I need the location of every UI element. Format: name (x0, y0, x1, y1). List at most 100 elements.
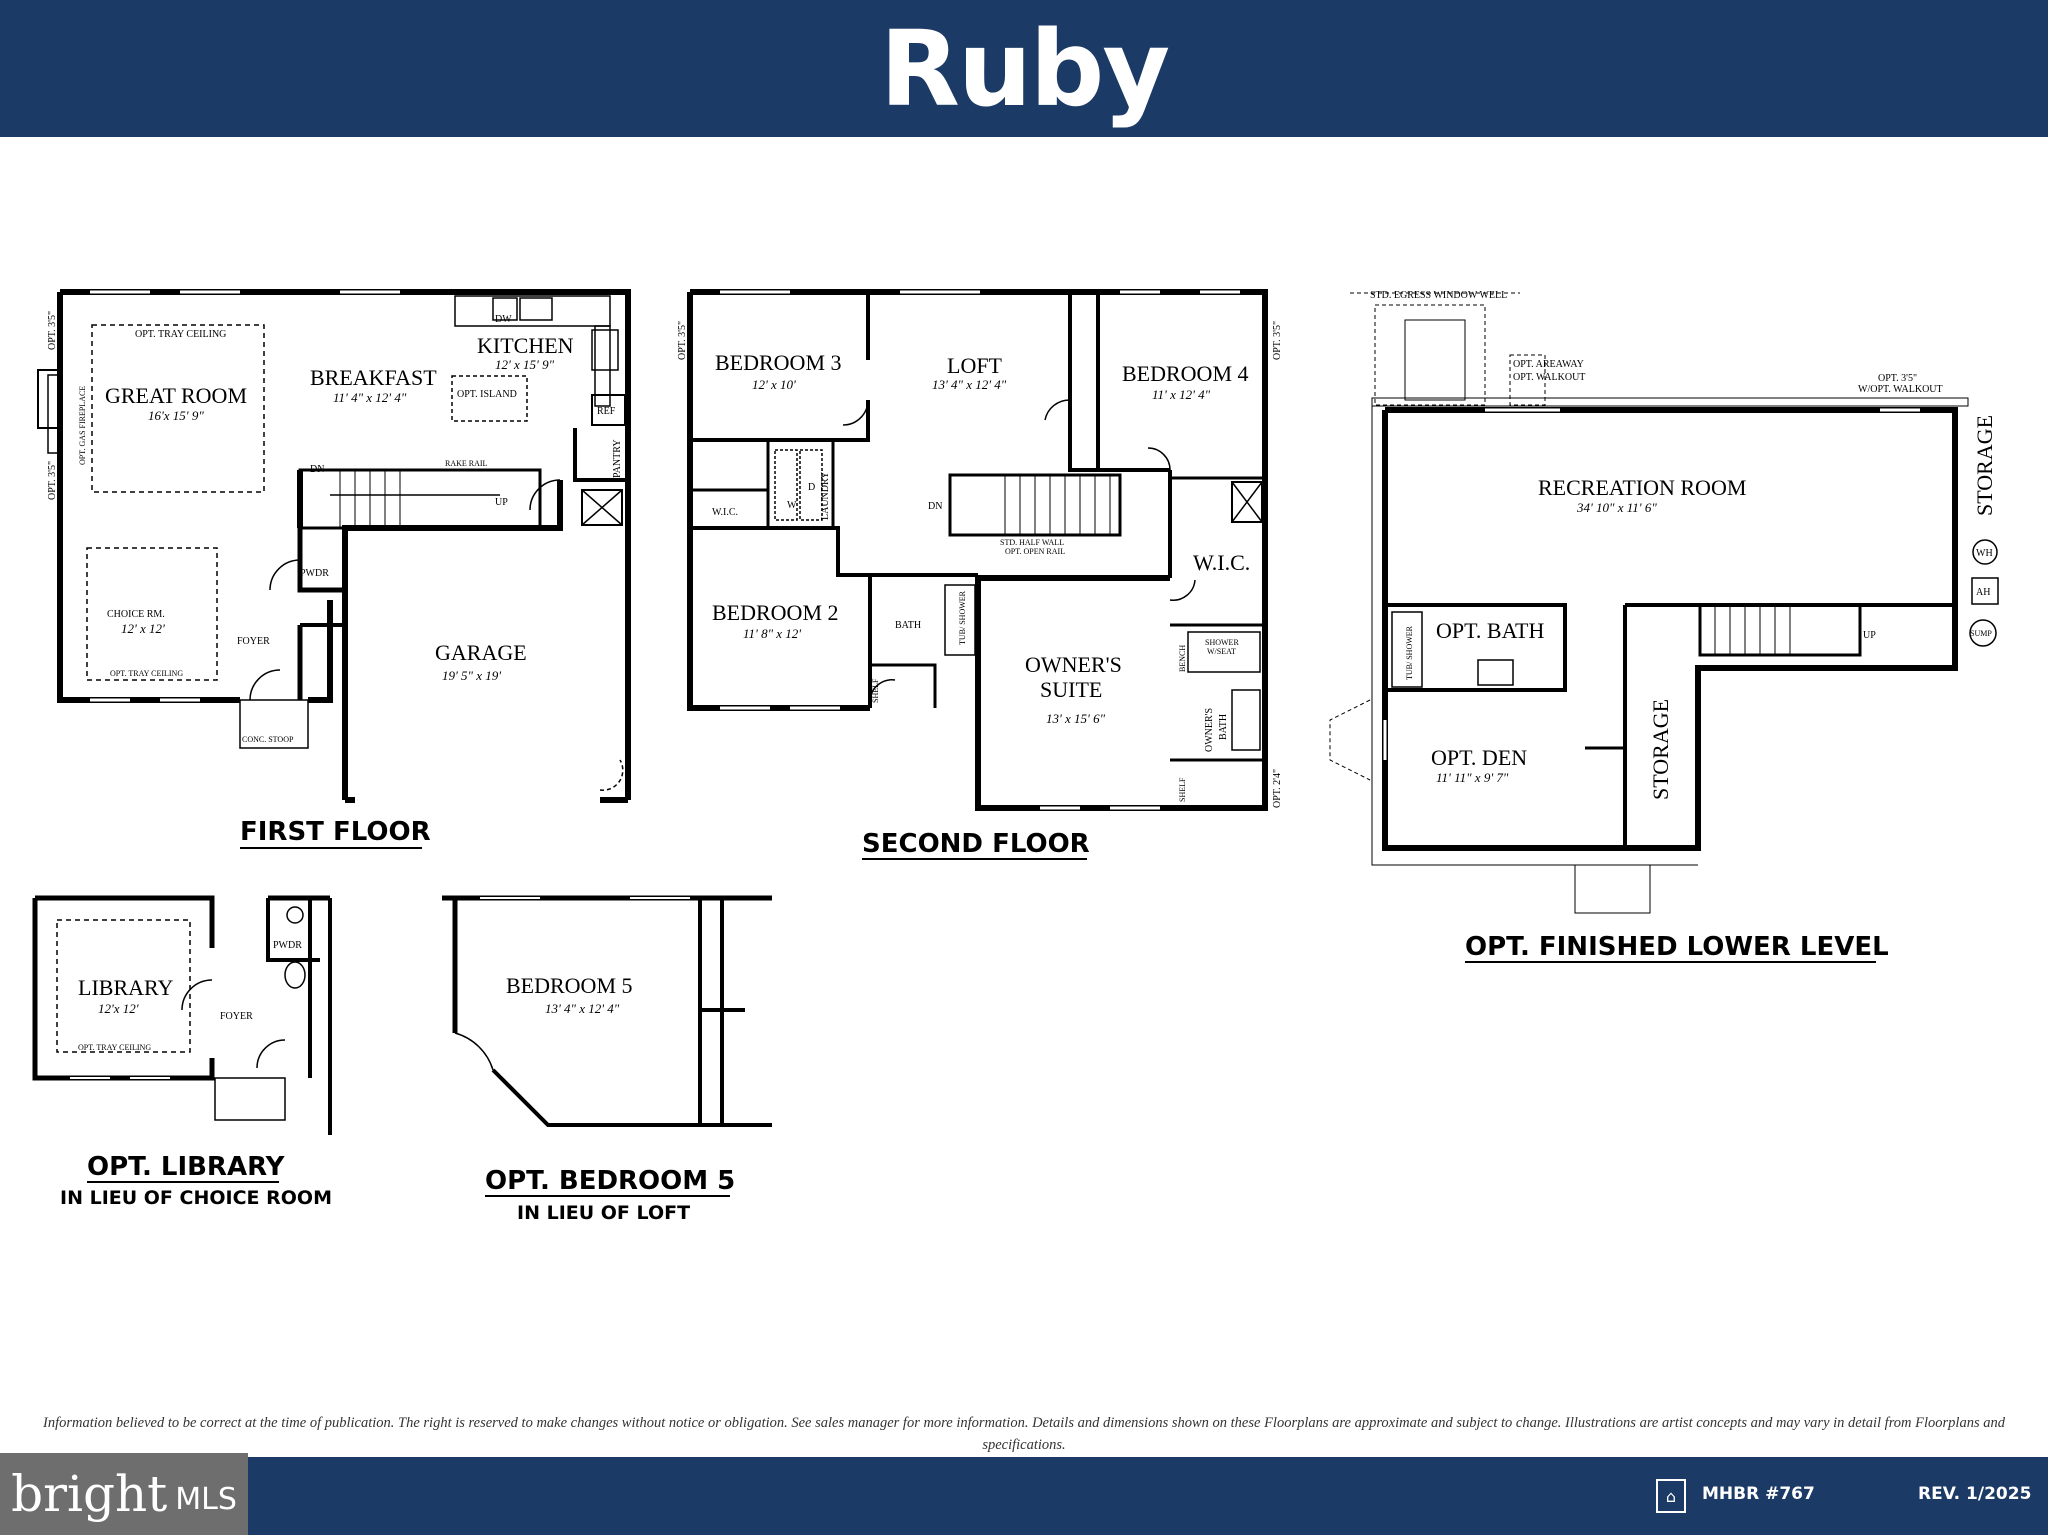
second-floor-dn-label: DN (928, 501, 942, 512)
second-floor-wic2-label: W.I.C. (1193, 550, 1250, 575)
lower-level-recreation-label: RECREATION ROOM (1538, 475, 1746, 500)
first-floor-opt-tray-ceiling-label: OPT. TRAY CEILING (110, 669, 183, 678)
first-floor-pantry-label: PANTRY (612, 439, 623, 478)
first-floor-dw-label: DW (495, 314, 512, 325)
lower-level-opt-bath-label: OPT. BATH (1436, 618, 1544, 643)
second-floor-bedroom3-label: BEDROOM 3 (715, 350, 842, 375)
lower-level-labels: STD. EGRESS WINDOW WELL OPT. AREAWAY OPT… (1370, 290, 1997, 962)
opt-bedroom5-title-label: OPT. BEDROOM 5 (485, 1166, 735, 1196)
first-floor-opt-tray-ceiling-label: OPT. TRAY CEILING (135, 329, 226, 340)
opt-library-plan (32, 895, 332, 1135)
first-floor-great-room-label: GREAT ROOM (105, 383, 247, 408)
opt-library-title-label: OPT. LIBRARY (87, 1152, 286, 1182)
first-floor-title-label: FIRST FLOOR (240, 817, 431, 847)
lower-level-opt-den-dim-label: 11' 11" x 9' 7" (1436, 770, 1509, 785)
opt-library-labels: LIBRARY 12'x 12' OPT. TRAY CEILING PWDR … (60, 940, 332, 1209)
first-floor-conc-stoop-label: CONC. STOOP (242, 735, 294, 744)
lower-level-plan (1329, 292, 1999, 914)
first-floor-dn-label: DN (310, 464, 324, 475)
mhbr-number: MHBR #767 (1702, 1484, 1815, 1504)
first-floor-foyer-label: FOYER (237, 636, 270, 647)
opt-library-foyer-label: FOYER (220, 1011, 253, 1022)
opt-bedroom5-plan (442, 895, 772, 1127)
second-floor-opt-window-bottom-label: OPT. 2'4" (1272, 769, 1283, 808)
second-floor-owners-suite-dim-label: 13' x 15' 6" (1046, 711, 1106, 726)
first-floor-labels: OPT. TRAY CEILING GREAT ROOM 16'x 15' 9"… (47, 311, 623, 847)
first-floor-pwdr-label: PWDR (300, 568, 329, 579)
lower-level-recreation-dim-label: 34' 10" x 11' 6" (1576, 500, 1657, 515)
second-floor-d-label: D (808, 482, 815, 493)
second-floor-shelf-label: SHELF (871, 678, 880, 703)
second-floor-owners-bath-2-label: BATH (1218, 714, 1229, 740)
first-floor-ref-label: REF (597, 406, 616, 417)
first-floor-garage-label: GARAGE (435, 640, 527, 665)
lower-level-areaway-1-label: OPT. AREAWAY (1513, 359, 1584, 370)
footer-bar (0, 1457, 2048, 1535)
second-floor-bath-label: BATH (895, 620, 921, 631)
second-floor-opt-window-right-label: OPT. 3'5" (1272, 321, 1283, 360)
second-floor-bedroom4-dim-label: 11' x 12' 4" (1152, 387, 1211, 402)
second-floor-laundry-label: LAUNDRY (820, 472, 831, 520)
opt-library-pwdr-label: PWDR (273, 940, 302, 951)
second-floor-labels: BEDROOM 3 12' x 10' LOFT 13' 4" x 12' 4"… (677, 321, 1283, 859)
second-floor-owners-suite-1-label: OWNER'S (1025, 652, 1122, 677)
lower-level-storage-mid-label: STORAGE (1648, 699, 1673, 800)
first-floor-up-label: UP (495, 497, 508, 508)
brand-word: bright (11, 1465, 168, 1523)
first-floor-opt-window-2-label: OPT. 3'5" (47, 461, 58, 500)
disclaimer-text: Information believed to be correct at th… (43, 1415, 2005, 1453)
second-floor-w-label: W (787, 500, 797, 511)
second-floor-shower-seat-2-label: W/SEAT (1207, 647, 1236, 656)
opt-library-library-label: LIBRARY (78, 975, 173, 1000)
second-floor-half-wall-label: STD. HALF WALL (1000, 538, 1064, 547)
second-floor-open-rail-label: OPT. OPEN RAIL (1005, 547, 1065, 556)
lower-level-walkout-1-label: OPT. 3'5" (1878, 373, 1917, 384)
first-floor-kitchen-label: KITCHEN (477, 333, 574, 358)
first-floor-opt-gas-fireplace-label: OPT. GAS FIREPLACE (78, 386, 87, 465)
first-floor-great-room-dim-label: 16'x 15' 9" (148, 408, 204, 423)
lower-level-areaway-2-label: OPT. WALKOUT (1513, 372, 1585, 383)
first-floor-breakfast-dim-label: 11' 4" x 12' 4" (333, 390, 407, 405)
second-floor-wic-label: W.I.C. (712, 507, 738, 518)
lower-level-storage-right-label: STORAGE (1972, 415, 1997, 516)
first-floor-choice-room-label: CHOICE RM. (107, 609, 165, 620)
second-floor-bedroom3-dim-label: 12' x 10' (752, 377, 796, 392)
second-floor-bedroom2-label: BEDROOM 2 (712, 600, 839, 625)
second-floor-loft-label: LOFT (947, 353, 1003, 378)
title-banner: Ruby (0, 0, 2048, 137)
opt-library-subtitle-label: IN LIEU OF CHOICE ROOM (60, 1187, 332, 1209)
opt-bedroom5-subtitle-label: IN LIEU OF LOFT (517, 1202, 690, 1224)
first-floor-breakfast-label: BREAKFAST (310, 365, 437, 390)
lower-level-sump-label: SUMP (1970, 629, 1992, 638)
lower-level-opt-den-label: OPT. DEN (1431, 745, 1527, 770)
second-floor-shower-seat-1-label: SHOWER (1205, 638, 1239, 647)
revision-date: REV. 1/2025 (1918, 1484, 2032, 1504)
opt-bedroom5-labels: BEDROOM 5 13' 4" x 12' 4" OPT. BEDROOM 5… (485, 973, 735, 1224)
second-floor-owners-bath-1-label: OWNER'S (1204, 708, 1215, 752)
first-floor-opt-island-label: OPT. ISLAND (457, 389, 517, 400)
lower-level-egress-label: STD. EGRESS WINDOW WELL (1370, 290, 1507, 301)
second-floor-title-label: SECOND FLOOR (862, 829, 1090, 859)
brand-suffix: MLS (175, 1481, 237, 1517)
lower-level-walkout-2-label: W/OPT. WALKOUT (1858, 384, 1943, 395)
lower-level-ah-label: AH (1976, 587, 1990, 598)
first-floor-kitchen-dim-label: 12' x 15' 9" (495, 357, 555, 372)
second-floor-bedroom4-label: BEDROOM 4 (1122, 361, 1249, 386)
second-floor-loft-dim-label: 13' 4" x 12' 4" (932, 377, 1007, 392)
opt-library-tray-label: OPT. TRAY CEILING (78, 1043, 151, 1052)
first-floor-garage-dim-label: 19' 5" x 19' (442, 668, 501, 683)
lower-level-up-label: UP (1863, 630, 1876, 641)
opt-bedroom5-bedroom5-label: BEDROOM 5 (506, 973, 633, 998)
second-floor-shelf2-label: SHELF (1178, 777, 1187, 802)
lower-level-title-label: OPT. FINISHED LOWER LEVEL (1465, 932, 1889, 962)
equal-housing-icon: ⌂ (1656, 1479, 1686, 1513)
second-floor-opt-window-left-label: OPT. 3'5" (677, 321, 688, 360)
first-floor-rake-rail-label: RAKE RAIL (445, 459, 488, 468)
plan-title: Ruby (879, 7, 1170, 130)
second-floor-owners-suite-2-label: SUITE (1040, 677, 1102, 702)
first-floor-plan (37, 289, 631, 803)
second-floor-plan (687, 289, 1268, 811)
first-floor-choice-room-dim-label: 12' x 12' (121, 621, 165, 636)
lower-level-wh-label: WH (1976, 548, 1993, 559)
